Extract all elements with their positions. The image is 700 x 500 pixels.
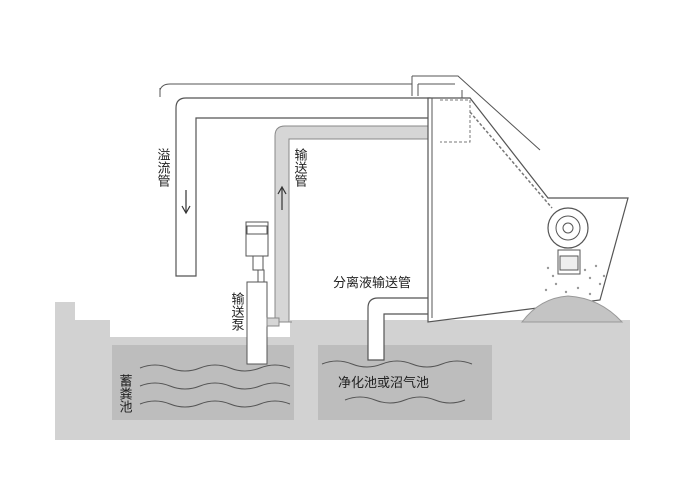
purification-tank-label: 净化池或沼气池 (338, 375, 429, 391)
overflow-cap (159, 83, 412, 91)
purification-tank (318, 345, 492, 420)
separator-machine (411, 75, 629, 323)
overflow-pipe-label: 溢流管 (155, 148, 171, 188)
solids-heap (520, 295, 624, 323)
transfer-pipe-label: 输送管 (292, 147, 308, 188)
transfer-pipe (274, 125, 431, 323)
purification-tank-waves (321, 360, 473, 404)
separated-liquid-pipe-label: 分离液输送管 (333, 275, 411, 291)
transfer-pump (245, 221, 280, 365)
transfer-pump-label: 输送泵 (229, 291, 245, 331)
separated-liquid-pipe (367, 297, 431, 361)
overflow-pipe (175, 97, 431, 277)
storage-tank-label: 蓄粪池 (117, 374, 133, 413)
transfer-arrow (277, 185, 287, 210)
storage-tank-waves (139, 364, 291, 408)
overflow-arrow (181, 190, 191, 215)
